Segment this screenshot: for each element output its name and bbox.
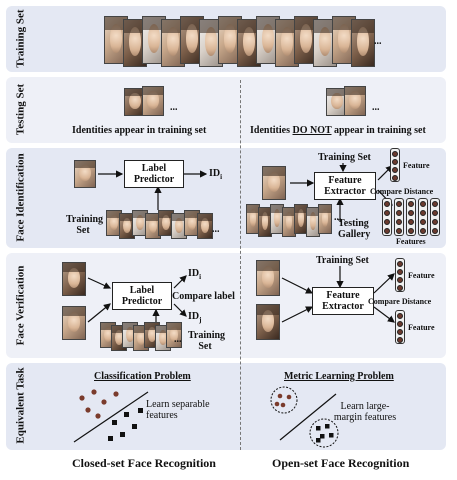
verif-face-2 [62,306,86,340]
testing-open-ellipsis: ... [372,102,380,113]
ident-open-probe-face [262,166,286,200]
ident-probe-face [74,160,96,188]
verif-closed-face-7 [166,322,182,348]
test-face-open-2 [344,86,366,116]
verif-open-face-1 [256,260,280,296]
ident-gallery-feature-vector [418,198,428,236]
row-label-equivalent-task: Equivalent Task [14,367,27,444]
testing-open-caption-post: appear in training set [331,125,426,136]
metric-learning-problem-desc: Learn large-margin features [333,401,397,423]
verif-feature-vector-top [395,258,405,292]
ident-features-label: Features [396,237,426,246]
row-label-testing-set: Testing Set [14,83,27,136]
ident-gallery-feature-vector [394,198,404,236]
verif-compare-distance-label: Compare Distance [368,297,432,306]
training-face-14 [351,19,375,67]
testing-set-panel [6,77,446,143]
metric-learning-problem-title: Metric Learning Problem [284,371,394,382]
closed-open-divider [240,80,241,450]
ident-id-output: IDi [209,168,222,183]
ident-closed-face-6 [171,213,187,239]
ident-open-ellipsis: ... [334,212,342,223]
ident-feature-extractor-box: Feature Extractor [314,172,376,200]
ident-gallery-feature-vector [382,198,392,236]
ident-open-face-7 [318,204,332,234]
ident-label-predictor-box: Label Predictor [124,160,184,188]
ident-probe-feature-vector [390,148,400,182]
ident-closed-ellipsis: ... [212,224,220,235]
ident-compare-distance-label: Compare Distance [370,187,434,196]
row-label-face-verification: Face Verification [14,265,27,346]
testing-closed-ellipsis: ... [170,102,178,113]
verif-id-i: IDi [188,268,201,283]
row-label-face-identification: Face Identification [14,153,27,242]
verif-id-j-sub: j [199,316,202,324]
ident-open-face-2 [258,207,272,237]
verif-feature-label-bottom: Feature [408,323,435,332]
ident-open-training-set-label: Training Set [318,152,371,163]
verif-training-set-label: Training Set [188,330,226,352]
ident-gallery-feature-vector [430,198,440,236]
verif-feature-label-top: Feature [408,271,435,280]
classification-problem-title: Classification Problem [94,371,191,382]
ident-training-set-label: Training Set [66,214,104,236]
training-ellipsis: ... [374,36,382,47]
testing-closed-caption: Identities appear in training set [72,125,207,136]
ident-closed-face-1 [106,210,122,236]
verif-id-j-label: ID [188,311,200,322]
verif-feature-vector-bottom [395,310,405,344]
verif-id-i-sub: i [199,273,202,281]
testing-open-caption-emph: DO NOT [292,125,332,136]
ident-closed-face-2 [119,213,135,239]
verif-face-1 [62,262,86,296]
open-set-footer: Open-set Face Recognition [272,456,410,470]
verif-feature-extractor-box: Feature Extractor [312,287,374,315]
closed-set-footer: Closed-set Face Recognition [72,456,216,470]
row-label-training-set: Training Set [14,9,27,68]
verif-closed-ellipsis: ... [174,334,182,345]
ident-gallery-feature-vector [406,198,416,236]
verif-open-training-set-label: Training Set [316,255,369,266]
ident-testing-gallery-label: Testing Gallery [338,218,371,240]
verif-compare-label: Compare label [172,291,235,302]
ident-id-label: ID [209,168,221,179]
ident-feature-label: Feature [403,161,430,170]
ident-id-sub: i [220,173,223,181]
verif-id-i-label: ID [188,268,200,279]
testing-open-caption: Identities DO NOT appear in training set [250,125,426,136]
classification-problem-desc: Learn separable features [146,399,210,421]
ident-open-face-6 [306,207,320,237]
verif-open-face-2 [256,304,280,340]
ident-closed-face-8 [197,213,213,239]
test-face-closed-2 [142,86,164,116]
verif-id-j: IDj [188,311,201,326]
testing-open-caption-pre: Identities [250,125,293,136]
verif-label-predictor-box: Label Predictor [112,282,172,310]
